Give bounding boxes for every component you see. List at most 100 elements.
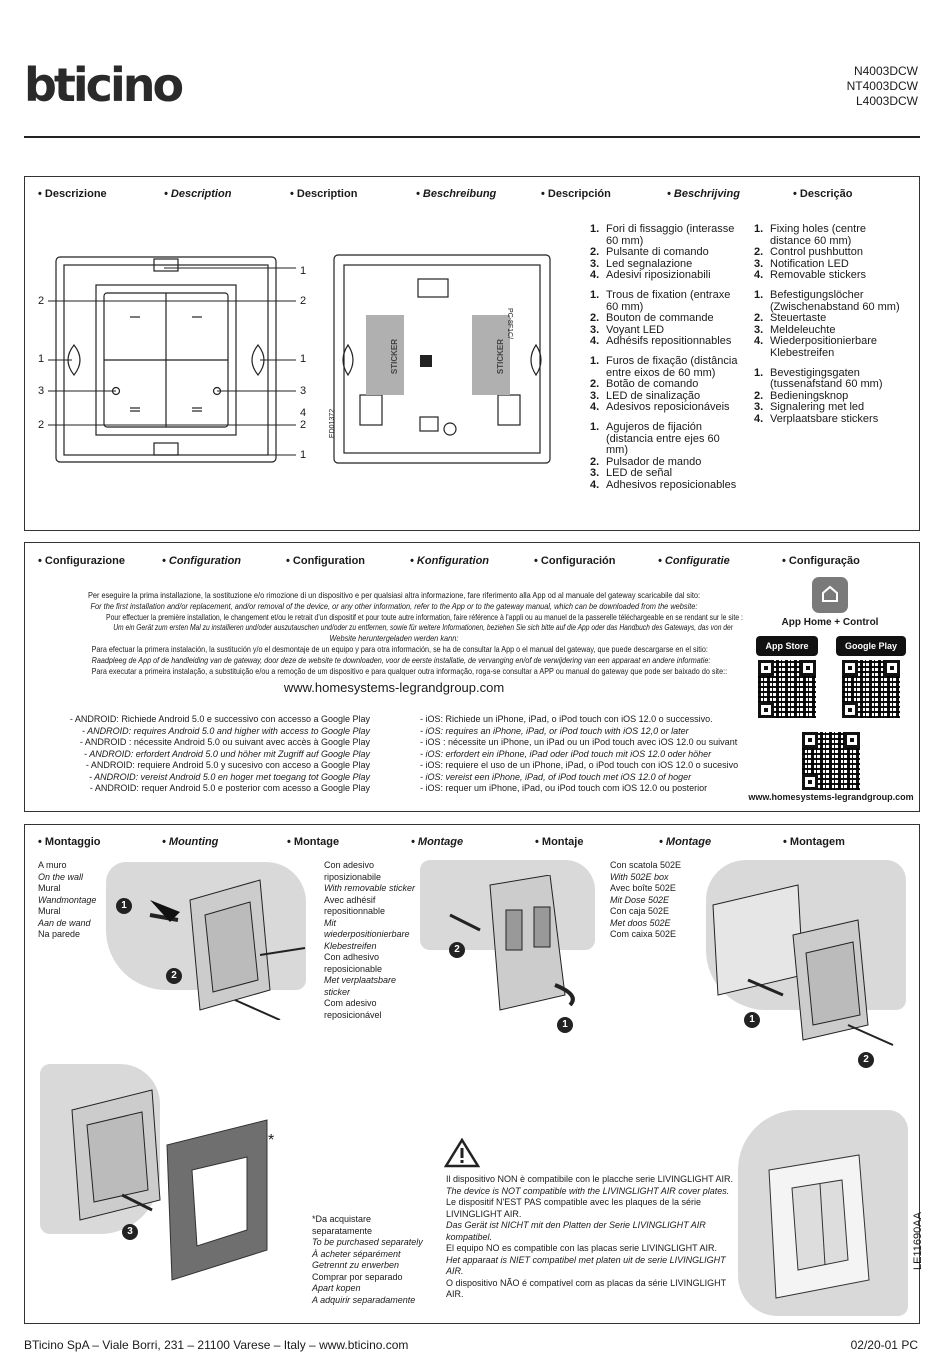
website-url[interactable]: www.homesystems-legrandgroup.com: [283, 680, 505, 695]
app-home-icon[interactable]: [812, 577, 848, 613]
paragraph-line: For the first installation and/or replac…: [90, 600, 698, 611]
callout: 3: [300, 385, 307, 397]
callout: 2: [38, 295, 45, 307]
list-es: 1.Agujeros de fijación (distancia entre …: [590, 420, 740, 492]
text-line: Con adhesivo reposicionable: [324, 952, 383, 974]
separate-purchase-text: *Da acquistare separatamente To be purch…: [312, 1214, 432, 1306]
text-line: Le dispositif N'EST PAS compatible avec …: [446, 1197, 702, 1219]
app-store-label: App Store: [765, 641, 809, 651]
req-line: - iOS: requires an iPhone, iPad, or iPod…: [420, 725, 689, 736]
desc-header-es: • Descripción: [541, 188, 611, 200]
req-line: - iOS: requer um iPhone, iPad, ou iPod t…: [420, 783, 708, 793]
list-item: 3.Signalering met led: [754, 401, 865, 414]
list-it: 1.Fori di fissaggio (interasse 60 mm) 2.…: [590, 223, 740, 282]
product-codes: N4003DCW NT4003DCW L4003DCW: [847, 64, 918, 109]
req-line: - iOS: requiere el uso de un iPhone, iPa…: [420, 760, 739, 770]
step-badge: 1: [557, 1017, 573, 1033]
app-store-badge[interactable]: App Store: [756, 636, 818, 656]
text-line: On the wall: [38, 871, 84, 882]
paragraph-line: Pour effectuer la première installation,…: [106, 611, 743, 622]
text-line: Mural: [38, 906, 61, 916]
website-qr: [802, 732, 860, 790]
list-item: 1.Befestigungslöcher (Zwischenabstand 60…: [754, 288, 900, 313]
text-line: Mural: [38, 883, 61, 893]
document-code: LE11690AA: [912, 1212, 924, 1270]
callout: 1: [38, 353, 45, 365]
text-line: Con caja 502E: [610, 906, 670, 916]
req-line: - ANDROID: requiere Android 5.0 y sucesi…: [85, 760, 370, 770]
product-code: NT4003DCW: [846, 79, 918, 93]
mounting-section: [24, 824, 920, 1324]
google-play-label: Google Play: [844, 641, 897, 651]
mount-header-de: • Montage: [411, 836, 464, 848]
desc-header-pt: • Descrição: [793, 188, 853, 200]
text-line: Con scatola 502E: [610, 860, 682, 870]
list-item: 3.Notification LED: [754, 257, 849, 270]
text-line: With removable sticker: [324, 883, 415, 893]
list-item: 2.Bouton de commande: [590, 312, 714, 325]
callout: 2: [300, 419, 307, 431]
text-line: Avec adhésif repositionnable: [324, 894, 386, 917]
ios-requirements: - iOS: Richiede un iPhone, iPad, o iPod …: [420, 714, 750, 795]
desc-header-de: • Beschreibung: [416, 188, 497, 200]
config-header-fr: • Configuration: [286, 555, 366, 567]
config-header-es: • Configuración: [534, 555, 616, 567]
list-item: 4.Adhésifs repositionnables: [590, 335, 732, 348]
text-line: Getrennt zu erwerben: [312, 1260, 400, 1270]
device-front-drawing: [48, 256, 296, 463]
list-item: 4.Verplaatsbare stickers: [754, 412, 879, 425]
bticino-logo: bticino: [24, 58, 184, 112]
qr-url[interactable]: www.homesystems-legrandgroup.com: [748, 792, 914, 802]
list-item: 3.LED de sinalização: [590, 389, 701, 402]
list-item: 2.Pulsador de mando: [590, 455, 702, 468]
google-play-badge[interactable]: Google Play: [836, 636, 906, 656]
text-line: Com caixa 502E: [610, 929, 677, 939]
list-item: 1.Bevestigingsgaten (tussenafstand 60 mm…: [754, 366, 883, 391]
compatibility-warning: Il dispositivo NON è compatibile con le …: [446, 1174, 736, 1301]
callout: 4: [300, 407, 307, 419]
list-de: 1.Befestigungslöcher (Zwischenabstand 60…: [754, 288, 904, 360]
list-fr: 1.Trous de fixation (entraxe 60 mm) 2.Bo…: [590, 289, 740, 348]
step-badge: 1: [744, 1012, 760, 1028]
list-item: 1.Furos de fixação (distância entre eixo…: [590, 354, 738, 379]
header-rule: [24, 136, 920, 138]
text-line: Na parede: [38, 929, 81, 939]
callout: 1: [300, 353, 307, 365]
text-line: Het apparaat is NIET compatibel met plat…: [446, 1254, 726, 1277]
text-line: À acheter séparément: [312, 1248, 401, 1259]
paragraph-line: Website heruntergeladen werden kann:: [329, 633, 459, 644]
paragraph-line: Para executar a primeira instalação, a s…: [91, 665, 728, 676]
text-line: Il dispositivo NON è compatibile con le …: [446, 1174, 733, 1184]
wall-text: A muro On the wall Mural Wandmontage Mur…: [38, 860, 118, 941]
box-text: Con scatola 502E With 502E box Avec boît…: [610, 860, 700, 941]
asterisk: *: [268, 1132, 275, 1149]
desc-list-right: 1.Fixing holes (centre distance 60 mm) 2…: [754, 223, 904, 434]
text-line: The device is NOT compatible with the LI…: [446, 1185, 730, 1196]
sticker-label: STICKER: [496, 338, 506, 375]
list-item: 1.Fori di fissaggio (interasse 60 mm): [590, 223, 735, 247]
callout: 2: [300, 295, 307, 307]
mount-header-nl: • Montage: [659, 836, 712, 848]
text-line: Met verplaatsbare sticker: [324, 975, 397, 997]
list-item: 4.Wiederpositionierbare Klebestreifen: [754, 335, 877, 359]
list-item: 4.Adesivi riposizionabili: [590, 269, 711, 282]
side-label: PC-8F1C/: [506, 307, 514, 340]
list-item: 2.Steuertaste: [754, 312, 827, 325]
list-item: 1.Agujeros de fijación (distancia entre …: [590, 420, 720, 457]
list-item: 4.Adhesivos reposicionables: [590, 478, 737, 491]
sticker-text: Con adesivo riposizionabile With removab…: [324, 860, 420, 1021]
footer-address: BTicino SpA – Viale Borri, 231 – 21100 V…: [24, 1338, 409, 1352]
mount-header-fr: • Montage: [287, 836, 340, 848]
list-en: 1.Fixing holes (centre distance 60 mm) 2…: [754, 223, 904, 282]
home-icon: [822, 585, 838, 602]
android-requirements: - ANDROID: Richiede Android 5.0 e succes…: [40, 714, 370, 795]
config-header-pt: • Configuração: [782, 555, 860, 567]
mount-header-es: • Montaje: [535, 836, 584, 848]
list-item: 3.Meldeleuchte: [754, 323, 836, 336]
list-item: 3.Led segnalazione: [590, 257, 693, 270]
text-line: El equipo NO es compatible con las placa…: [446, 1243, 717, 1253]
desc-header-it: • Descrizione: [38, 188, 107, 200]
desc-list-left: 1.Fori di fissaggio (interasse 60 mm) 2.…: [590, 223, 740, 499]
text-line: Apart kopen: [312, 1283, 361, 1293]
step-badge: 2: [858, 1052, 874, 1068]
